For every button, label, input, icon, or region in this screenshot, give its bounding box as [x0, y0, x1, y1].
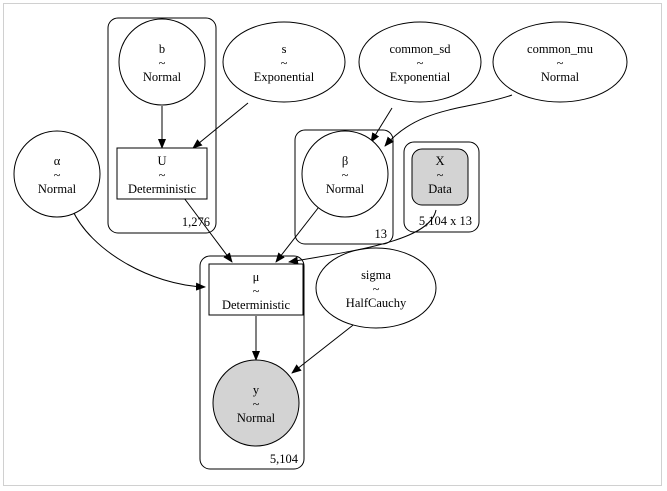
node-tilde: ~	[159, 168, 166, 182]
node-dist: Exponential	[390, 70, 451, 84]
node-dist: Normal	[38, 182, 77, 196]
node-X: X ~ Data	[411, 148, 469, 206]
node-name: sigma	[361, 268, 391, 282]
plate-5104: 5,104	[199, 255, 305, 470]
node-dist: Exponential	[254, 70, 315, 84]
node-b: b ~ Normal	[118, 18, 206, 106]
node-mu: μ ~ Deterministic	[208, 263, 304, 316]
edge-alpha-mu	[71, 208, 206, 291]
node-dist: HalfCauchy	[346, 296, 407, 310]
node-name: common_sd	[389, 42, 451, 56]
edge-common_mu-beta	[384, 94, 513, 147]
edge-U-mu	[183, 197, 233, 263]
node-dist: Deterministic	[222, 298, 290, 312]
node-dist: Normal	[326, 182, 365, 196]
node-name: s	[282, 42, 287, 56]
node-y: y ~ Normal	[212, 359, 300, 447]
node-alpha: α ~ Normal	[13, 130, 101, 218]
node-dist: Deterministic	[128, 182, 196, 196]
node-name: α	[54, 154, 61, 168]
node-U: U ~ Deterministic	[116, 147, 208, 200]
plate-5104x13: 5,104 x 13	[403, 141, 480, 233]
node-tilde: ~	[253, 284, 260, 298]
node-tilde: ~	[54, 168, 61, 182]
node-common_sd: common_sd ~ Exponential	[358, 21, 482, 103]
edge-beta-mu	[275, 202, 323, 263]
node-dist: Normal	[143, 70, 182, 84]
node-name: b	[159, 42, 165, 56]
node-name: common_mu	[527, 42, 594, 56]
node-common_mu: common_mu ~ Normal	[492, 21, 628, 103]
node-s: s ~ Exponential	[222, 21, 346, 103]
edge-X-mu	[288, 209, 437, 265]
plate-label: 5,104	[270, 452, 299, 466]
node-dist: Normal	[237, 411, 276, 425]
node-tilde: ~	[342, 168, 349, 182]
edge-s-U	[192, 102, 249, 149]
node-tilde: ~	[417, 56, 424, 70]
plate-13: 13	[294, 129, 394, 245]
node-dist: Normal	[541, 70, 580, 84]
node-dist: Data	[428, 182, 452, 196]
node-name: U	[157, 154, 166, 168]
node-tilde: ~	[281, 56, 288, 70]
edge-common_sd-beta	[370, 107, 393, 143]
node-name: β	[342, 154, 348, 168]
node-tilde: ~	[253, 397, 260, 411]
node-tilde: ~	[557, 56, 564, 70]
plate-label: 5,104 x 13	[419, 214, 472, 228]
node-sigma: sigma ~ HalfCauchy	[315, 247, 437, 329]
node-name: μ	[253, 270, 260, 284]
plate-label: 1,276	[182, 215, 210, 229]
node-tilde: ~	[159, 56, 166, 70]
node-beta: β ~ Normal	[301, 130, 389, 218]
plate-label: 13	[375, 227, 388, 241]
plate-1276: 1,276	[107, 17, 217, 234]
node-tilde: ~	[437, 168, 444, 182]
edge-sigma-y	[291, 321, 358, 374]
node-tilde: ~	[373, 282, 380, 296]
node-name: X	[435, 154, 444, 168]
node-name: y	[253, 383, 260, 397]
